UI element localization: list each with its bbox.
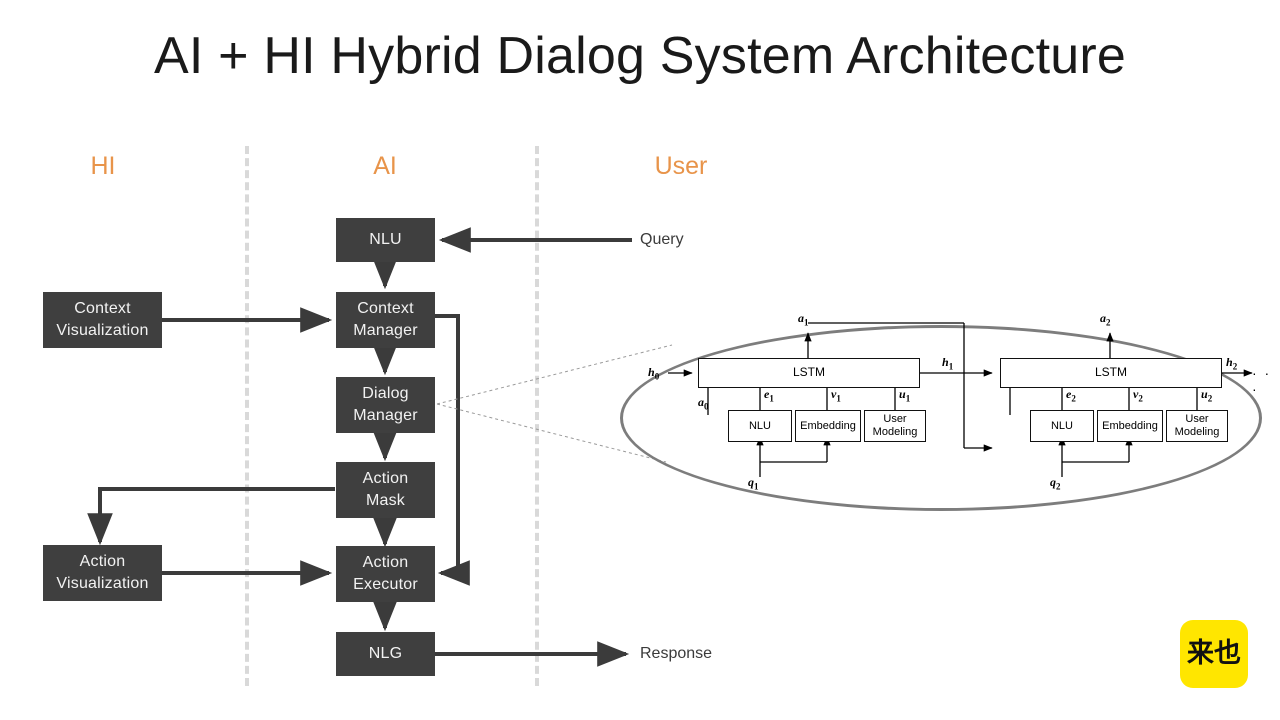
node-nlg[interactable]: NLG [336, 632, 435, 676]
symbol-e1: e1 [764, 387, 774, 404]
node-label: Context Visualization [56, 300, 149, 339]
inset-nlu-step1[interactable]: NLU [728, 410, 792, 442]
symbol-u1: u1 [899, 387, 911, 404]
label-query: Query [640, 231, 684, 248]
lane-divider-hi-ai [245, 146, 249, 686]
node-label: Action Mask [362, 470, 409, 509]
node-action-mask[interactable]: Action Mask [336, 462, 435, 518]
node-label: Dialog Manager [353, 385, 418, 424]
symbol-h1: h1 [942, 355, 954, 372]
node-context-visualization[interactable]: Context Visualization [43, 292, 162, 348]
inset-lstm-step2[interactable]: LSTM [1000, 358, 1222, 388]
lane-label-hi: HI [90, 152, 116, 180]
node-nlu[interactable]: NLU [336, 218, 435, 262]
node-action-visualization[interactable]: Action Visualization [43, 545, 162, 601]
symbol-e2: e2 [1066, 387, 1076, 404]
symbol-q1: q1 [748, 475, 759, 492]
lane-divider-ai-user [535, 146, 539, 686]
label-response: Response [640, 645, 713, 662]
node-label: Context Manager [353, 300, 418, 339]
inset-nlu-step2[interactable]: NLU [1030, 410, 1094, 442]
symbol-u2: u2 [1201, 387, 1213, 404]
node-label: Action Executor [353, 554, 418, 593]
callout-ellipse [620, 325, 1262, 511]
lane-label-ai: AI [373, 152, 397, 180]
brand-logo: 来也 [1180, 620, 1248, 688]
symbol-v1: v1 [831, 387, 841, 404]
symbol-q2: q2 [1050, 475, 1061, 492]
inset-lstm-step1[interactable]: LSTM [698, 358, 920, 388]
node-label: Action Visualization [56, 553, 149, 592]
symbol-a2: a2 [1100, 311, 1111, 328]
node-label: NLG [368, 645, 403, 663]
lane-label-user: User [654, 152, 708, 180]
inset-user-modeling-step1[interactable]: User Modeling [864, 410, 926, 442]
symbol-h2: h2 [1226, 355, 1238, 372]
logo-text: 来也 [1187, 638, 1241, 670]
inset-embedding-step2[interactable]: Embedding [1097, 410, 1163, 442]
symbol-h0: h0 [648, 365, 660, 382]
sequence-continuation-dots: · · · [1252, 365, 1272, 397]
node-label: NLU [369, 231, 402, 249]
node-action-executor[interactable]: Action Executor [336, 546, 435, 602]
page-title: AI + HI Hybrid Dialog System Architectur… [153, 27, 1126, 85]
inset-user-modeling-step2[interactable]: User Modeling [1166, 410, 1228, 442]
inset-embedding-step1[interactable]: Embedding [795, 410, 861, 442]
node-context-manager[interactable]: Context Manager [336, 292, 435, 348]
node-dialog-manager[interactable]: Dialog Manager [336, 377, 435, 433]
symbol-v2: v2 [1133, 387, 1143, 404]
symbol-a0: a0 [698, 395, 709, 412]
symbol-a1: a1 [798, 311, 809, 328]
lstm-detail-inset: LSTM LSTM NLU Embedding User Modeling NL… [612, 311, 1272, 520]
